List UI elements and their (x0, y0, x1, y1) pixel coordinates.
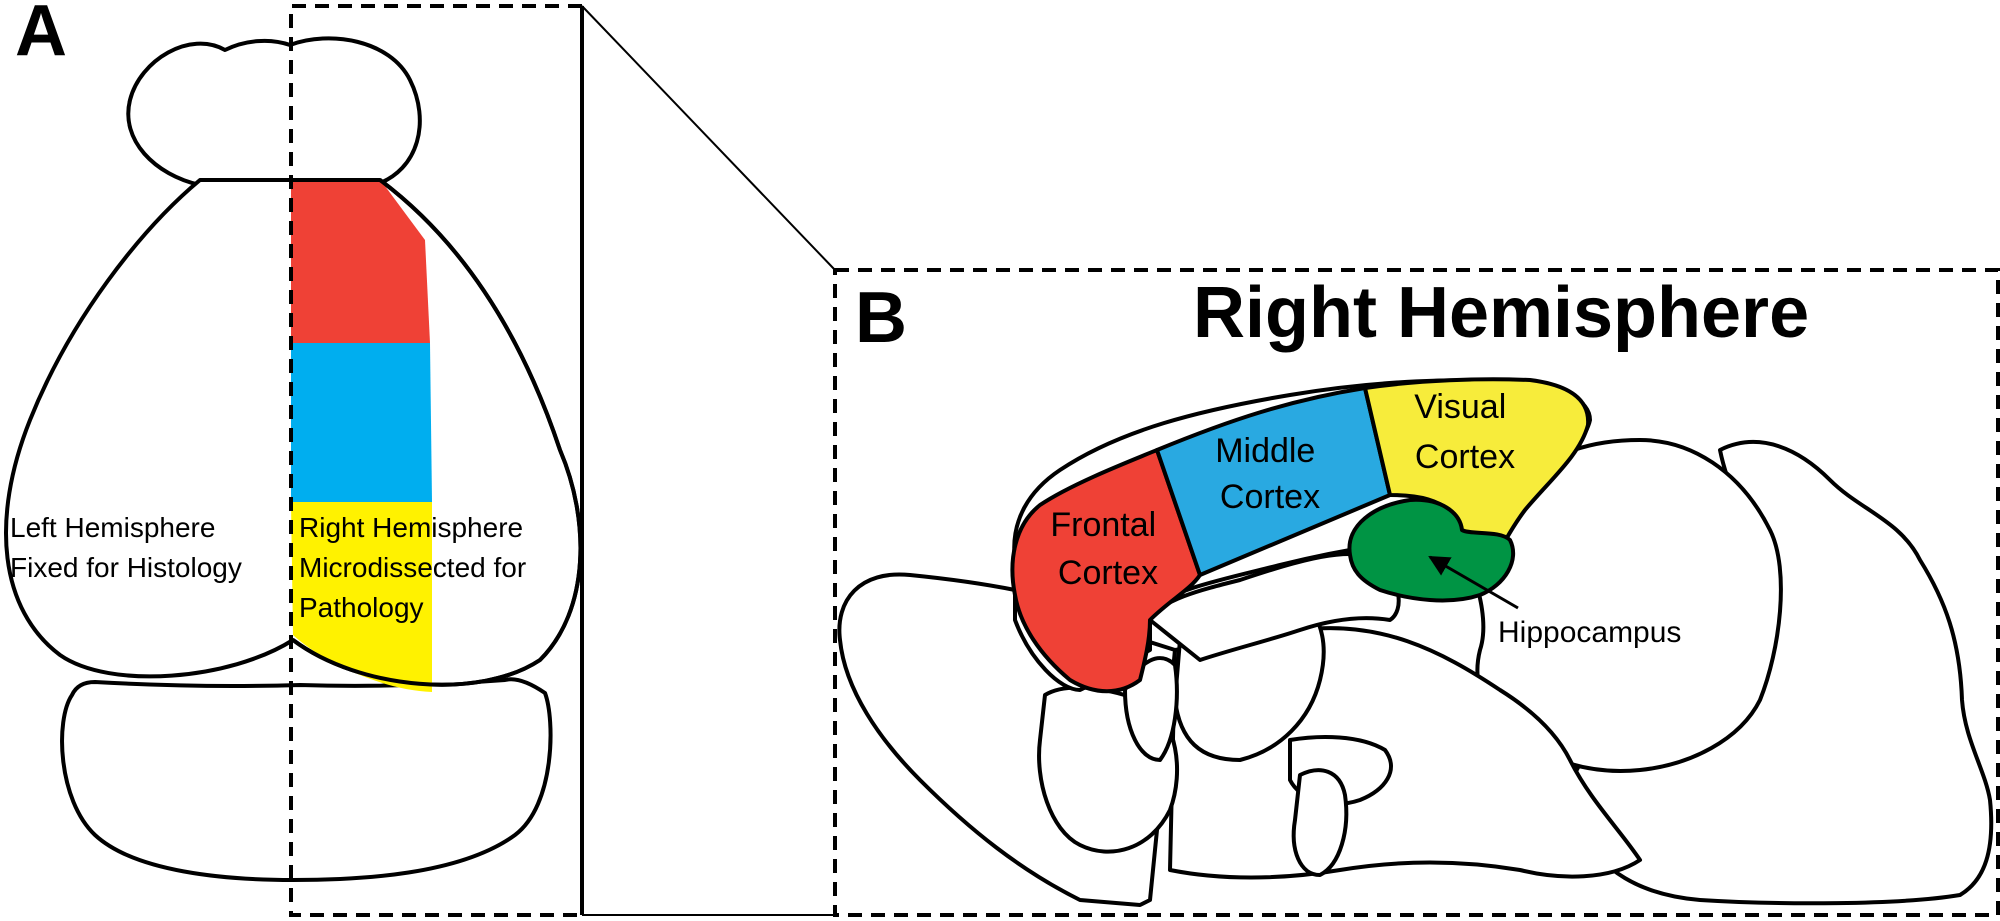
visual-label-line-1: Visual (1414, 388, 1506, 426)
right-visual-region (291, 502, 432, 692)
right-hemisphere-label: Right Hemisphere Microdissected for Path… (299, 512, 534, 623)
right-middle-region (291, 343, 432, 502)
panel-a: A Left Hemisphere Fixed for Histology Ri… (4, 0, 836, 917)
middle-label-line-2: Cortex (1220, 478, 1320, 516)
pons-outline (1291, 768, 1349, 877)
hippocampus-arrow (1428, 555, 1519, 610)
frontal-label-line-2: Cortex (1058, 554, 1158, 592)
panel-b: B Right Hemisphere Frontal Corte (833, 268, 2000, 917)
visual-label-line-2: Cortex (1415, 438, 1515, 476)
frontal-cortex-region (1010, 448, 1202, 694)
hippocampus-region (1347, 497, 1516, 603)
middle-cortex-label: Middle Cortex (1215, 432, 1325, 516)
right-label-line-3: Pathology (299, 592, 424, 623)
left-label-line-2: Fixed for Histology (10, 552, 242, 583)
middle-label-line-1: Middle (1215, 432, 1315, 470)
panel-b-title: Right Hemisphere (1193, 273, 1809, 353)
hippocampus-label: Hippocampus (1498, 616, 1681, 649)
frontal-label-line-1: Frontal (1050, 506, 1156, 544)
right-frontal-region (291, 182, 430, 343)
panel-a-letter: A (15, 0, 67, 71)
posterior-cortex-outline (1467, 438, 1783, 773)
frontal-cortex-label: Frontal Cortex (1050, 506, 1165, 592)
panel-b-letter: B (855, 278, 907, 358)
zoom-connector-top (581, 5, 836, 271)
visual-cortex-label: Visual Cortex (1414, 388, 1515, 476)
right-label-line-2: Microdissected for (299, 552, 526, 583)
left-hemisphere-label: Left Hemisphere Fixed for Histology (10, 512, 242, 583)
crop-box-dashed (289, 4, 582, 917)
left-label-line-1: Left Hemisphere (10, 512, 215, 543)
panel-b-frame (833, 268, 2000, 917)
cerebellum-outline (60, 677, 553, 882)
right-label-line-1: Right Hemisphere (299, 512, 523, 543)
olfactory-bulbs-outline (126, 36, 422, 187)
